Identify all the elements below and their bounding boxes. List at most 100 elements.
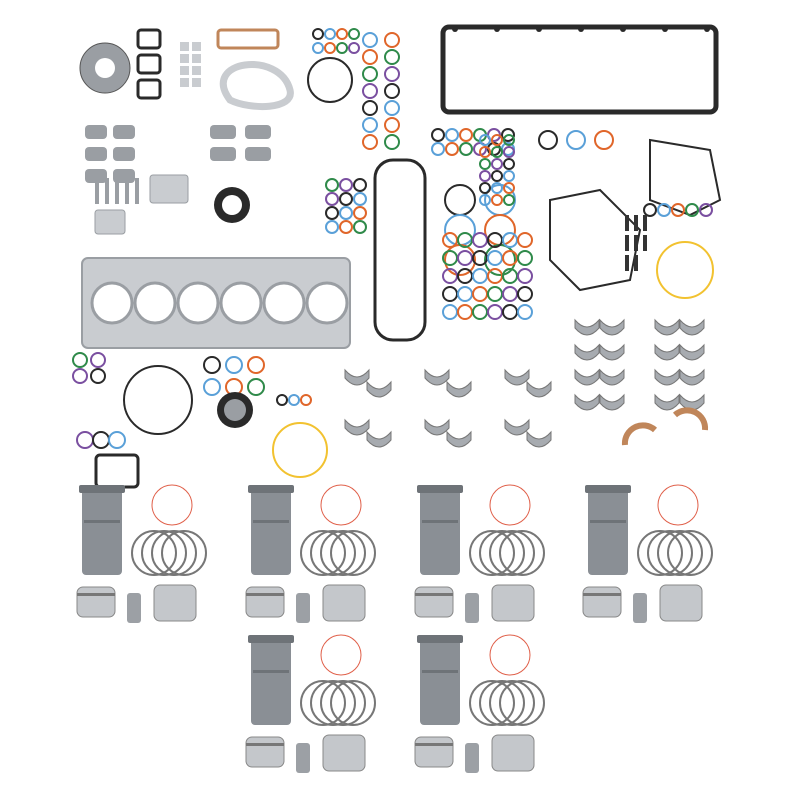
piston-ring xyxy=(131,530,177,576)
o-ring xyxy=(472,232,488,248)
gasket-bolt-hole xyxy=(704,26,710,32)
o-ring xyxy=(90,352,106,368)
main-bearing xyxy=(599,393,625,411)
o-ring xyxy=(362,66,378,82)
rod-bearing xyxy=(424,418,450,436)
oil-pan-gasket xyxy=(216,28,280,50)
manifold-gasket xyxy=(85,147,107,161)
main-bearing xyxy=(654,393,680,411)
piston-ring-groove xyxy=(583,593,621,596)
liner-band xyxy=(422,520,458,523)
main-bearing xyxy=(574,343,600,361)
large-o-ring xyxy=(123,365,193,435)
stud xyxy=(115,178,119,204)
o-ring xyxy=(362,134,378,150)
piston-ring xyxy=(499,530,545,576)
rod-bearing xyxy=(526,430,552,448)
piston xyxy=(245,736,285,768)
o-ring xyxy=(247,378,265,396)
gasket-bolt-hole xyxy=(620,26,626,32)
o-ring xyxy=(479,146,491,158)
cylinder-liner xyxy=(251,635,291,725)
piston xyxy=(76,586,116,618)
grommet xyxy=(192,42,201,51)
cylinder-kit xyxy=(76,484,197,623)
o-ring xyxy=(517,268,533,284)
main-bearing xyxy=(679,343,705,361)
liner-flange xyxy=(79,485,125,493)
liner-band xyxy=(253,520,289,523)
o-ring xyxy=(312,42,324,54)
liner-band xyxy=(253,670,289,673)
o-ring xyxy=(203,356,221,374)
manifold-gasket xyxy=(245,125,271,139)
o-ring xyxy=(472,304,488,320)
o-ring xyxy=(643,203,657,217)
bolt xyxy=(634,255,638,271)
exhaust-gasket xyxy=(136,28,162,50)
o-ring xyxy=(384,32,400,48)
head-gasket-bore xyxy=(176,281,220,325)
piston-pin xyxy=(633,593,647,623)
piston-ring xyxy=(489,530,535,576)
piston-ring xyxy=(300,530,346,576)
manifold-gasket xyxy=(210,147,236,161)
o-ring xyxy=(300,394,312,406)
oil-cooler-gasket xyxy=(94,453,140,489)
o-ring xyxy=(384,100,400,116)
piston-ring xyxy=(320,680,366,726)
piston-ring xyxy=(330,530,376,576)
o-ring xyxy=(353,220,367,234)
piston-skirt xyxy=(491,734,535,772)
o-ring xyxy=(444,214,476,246)
rod-bearing xyxy=(526,380,552,398)
main-bearing xyxy=(599,343,625,361)
liner-seal-ring xyxy=(657,484,699,526)
o-ring xyxy=(72,368,88,384)
rod-bearing xyxy=(366,380,392,398)
main-bearing xyxy=(654,318,680,336)
o-ring xyxy=(444,184,476,216)
o-ring xyxy=(491,134,503,146)
liner-band xyxy=(84,520,120,523)
o-ring xyxy=(76,431,94,449)
o-ring xyxy=(339,192,353,206)
head-gasket-bore xyxy=(219,281,263,325)
o-ring xyxy=(487,304,503,320)
liner-seal-ring xyxy=(489,634,531,676)
o-ring xyxy=(479,194,491,206)
grommet xyxy=(192,54,201,63)
o-ring xyxy=(225,356,243,374)
liner-seal-ring xyxy=(320,634,362,676)
rear-seal-inner xyxy=(224,399,246,421)
o-ring xyxy=(324,42,336,54)
o-ring xyxy=(503,170,515,182)
o-ring xyxy=(491,146,503,158)
o-ring xyxy=(288,394,300,406)
main-bearing xyxy=(599,368,625,386)
o-ring xyxy=(459,128,473,142)
o-ring xyxy=(442,286,458,302)
o-ring xyxy=(203,378,221,396)
o-ring xyxy=(325,178,339,192)
piston-ring xyxy=(489,680,535,726)
o-ring xyxy=(445,142,459,156)
o-ring xyxy=(312,28,324,40)
o-ring xyxy=(384,117,400,133)
o-ring xyxy=(459,142,473,156)
large-yellow-seal xyxy=(656,241,714,299)
o-ring xyxy=(566,130,586,150)
large-yellow-seal xyxy=(272,422,328,478)
large-o-ring xyxy=(307,57,353,103)
o-ring xyxy=(503,134,515,146)
o-ring xyxy=(472,286,488,302)
o-ring xyxy=(362,117,378,133)
manifold-gasket xyxy=(113,147,135,161)
manifold-gasket xyxy=(85,125,107,139)
o-ring xyxy=(487,268,503,284)
bolt xyxy=(625,255,629,271)
piston-ring xyxy=(469,530,515,576)
stud xyxy=(105,178,109,204)
